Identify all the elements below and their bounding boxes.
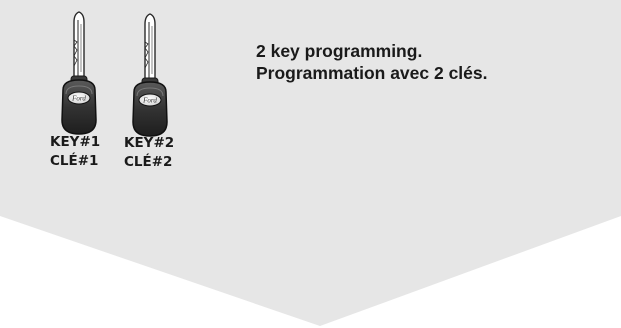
svg-text:Ford: Ford	[71, 95, 86, 103]
key-1-label-fr: CLÉ#1	[50, 153, 99, 169]
key-2-icon: Ford	[132, 13, 168, 137]
ford-logo-icon	[67, 91, 91, 105]
key-2-label: KEY#2 CLÉ#2	[124, 134, 174, 172]
instruction-line-en: 2 key programming.	[256, 41, 423, 61]
instruction-text: 2 key programming. Programmation avec 2 …	[256, 40, 488, 84]
svg-text:Ford: Ford	[142, 97, 157, 105]
key-2-label-fr: CLÉ#2	[124, 154, 173, 170]
key-1-icon: Ford	[61, 11, 97, 135]
key-1-label-en: KEY#1	[50, 134, 101, 150]
key-1-label: KEY#1 CLÉ#1	[50, 133, 100, 171]
instruction-line-fr: Programmation avec 2 clés.	[256, 63, 488, 83]
ford-logo-icon	[138, 93, 162, 107]
key-2-label-en: KEY#2	[124, 135, 175, 151]
